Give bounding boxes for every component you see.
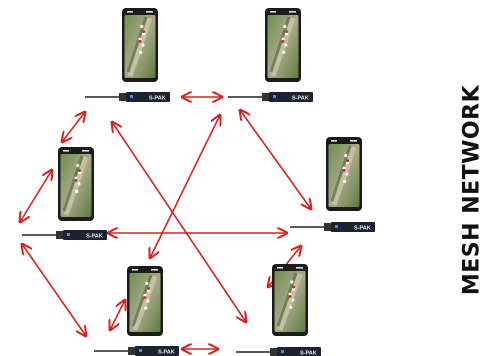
node-left: S-PAK: [22, 147, 107, 240]
node-bottom-left: S-PAK: [94, 266, 179, 356]
link-left-side: [20, 170, 52, 222]
link-top-left-left: [62, 112, 85, 142]
node-bottom-right: S-PAK: [236, 264, 321, 356]
radio-label: S-PAK: [354, 226, 371, 232]
link-top-right-bottom-left: [150, 115, 220, 258]
smartphone-map-icon: [326, 137, 362, 211]
node-top-left: S-PAK: [85, 8, 170, 102]
usb-radio-dongle-icon: S-PAK: [85, 92, 170, 102]
smartphone-map-icon: [272, 264, 308, 336]
link-top-right-right: [240, 110, 311, 209]
link-left-bottom-left: [22, 244, 86, 336]
link-bottom-left-side: [110, 300, 125, 330]
node-right: S-PAK: [290, 137, 375, 232]
smartphone-map-icon: [127, 266, 163, 336]
smartphone-map-icon: [265, 8, 301, 82]
diagram-title: MESH NETWORK: [459, 84, 485, 296]
radio-label: S-PAK: [86, 234, 103, 240]
usb-radio-dongle-icon: S-PAK: [228, 92, 313, 102]
usb-radio-dongle-icon: S-PAK: [290, 222, 375, 232]
radio-label: S-PAK: [149, 96, 166, 102]
radio-label: S-PAK: [158, 350, 175, 356]
smartphone-map-icon: [58, 147, 94, 221]
usb-radio-dongle-icon: S-PAK: [22, 230, 107, 240]
radio-label: S-PAK: [292, 96, 309, 102]
node-top-right: S-PAK: [228, 8, 313, 102]
radio-label: S-PAK: [300, 351, 317, 356]
usb-radio-dongle-icon: S-PAK: [236, 347, 321, 356]
usb-radio-dongle-icon: S-PAK: [94, 346, 179, 356]
smartphone-map-icon: [122, 8, 158, 82]
